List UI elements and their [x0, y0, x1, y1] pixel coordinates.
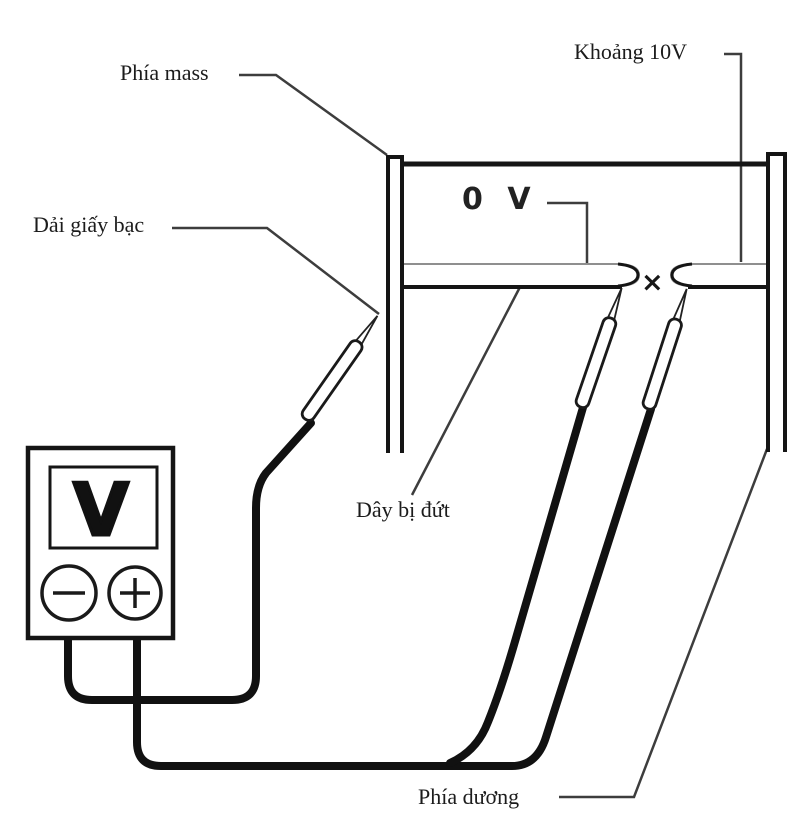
label-zero-volt-reading: 0 V [462, 182, 538, 217]
ground-bus-bar [386, 155, 404, 453]
leader-foil-strip [172, 226, 380, 315]
label-foil-strip: Dải giấy bạc [33, 212, 145, 237]
plus-icon [120, 578, 150, 608]
foil-strip-right-end-cap [670, 262, 693, 288]
foil-strip-right [669, 262, 767, 289]
positive-bus-bar [766, 152, 787, 452]
voltmeter-display [48, 465, 159, 550]
positive-lead-wire [133, 405, 655, 770]
voltmeter: V [25, 445, 176, 641]
foil-strip-left-end-cap [617, 262, 640, 288]
test-probe-right [641, 288, 688, 411]
voltmeter-display-symbol: V [73, 468, 129, 552]
test-probe-middle [574, 287, 623, 409]
test-probes [300, 287, 688, 422]
label-broken-wire: Dây bị đứt [356, 497, 450, 522]
foil-strip-right-body [669, 263, 766, 287]
leader-about-ten-volt [724, 52, 743, 262]
foil-strip-left-body [404, 263, 641, 287]
probe-middle-needle [606, 287, 623, 323]
leader-ground-side [239, 73, 388, 157]
leader-zero-volt [547, 201, 589, 263]
window-structure [386, 152, 787, 453]
probe-middle-handle [574, 316, 618, 409]
test-lead-wires [64, 400, 655, 770]
test-probe-left [300, 315, 379, 422]
probe-left-handle [300, 339, 364, 422]
label-ground-side: Phía mass [120, 60, 209, 85]
label-about-ten-volt: Khoảng 10V [574, 39, 688, 64]
foil-strip-left [404, 262, 641, 289]
voltmeter-positive-terminal [107, 565, 163, 621]
leader-broken-wire [410, 286, 522, 496]
probe-right-handle [641, 317, 683, 411]
label-positive-side: Phía dương [418, 784, 520, 809]
leader-lines [172, 52, 769, 799]
break-mark: × [641, 267, 664, 298]
voltmeter-negative-terminal [40, 564, 98, 622]
leader-positive-side [559, 448, 769, 799]
negative-lead-wire [64, 419, 315, 704]
probe-right-needle [671, 288, 688, 324]
middle-probe-wire [446, 400, 588, 767]
